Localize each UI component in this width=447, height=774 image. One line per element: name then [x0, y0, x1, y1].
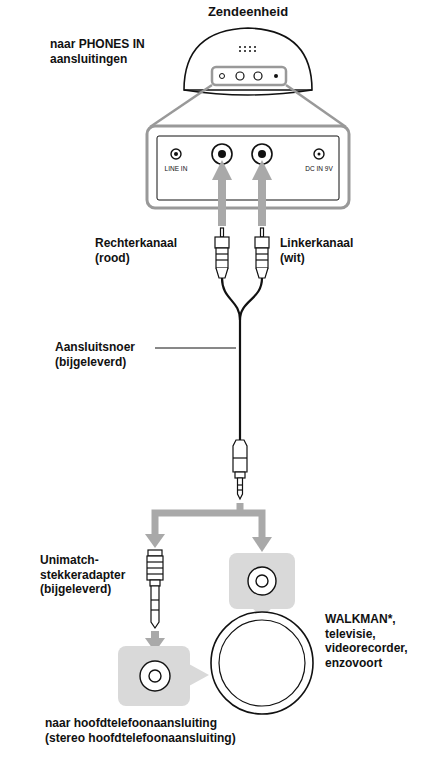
insert-arrows: [212, 160, 272, 226]
rca-ridge: [216, 253, 228, 254]
cable-wire: [240, 278, 262, 320]
headphone-jack: [140, 661, 170, 691]
rca-strain: [256, 268, 268, 278]
grille-dot: [239, 46, 241, 48]
line-in-jack: [174, 152, 178, 156]
headphone-jack: [256, 575, 268, 587]
mini-plug-body: [233, 440, 247, 472]
insert-arrow: [252, 160, 272, 180]
rca-sleeve: [215, 237, 229, 248]
zoom-line: [150, 85, 212, 127]
callout-pointer: [189, 664, 209, 686]
grille-dot: [239, 50, 241, 52]
leader-line: [155, 348, 236, 349]
mini-plug-pin: [238, 478, 243, 499]
split-arrows: [145, 503, 272, 552]
adapter-band: [151, 609, 159, 610]
callout-box: [229, 553, 295, 609]
callout-box: [118, 646, 190, 706]
zoomed-panel: [147, 126, 349, 208]
transmitter: [184, 28, 312, 95]
part-label: Linkerkanaal (wit): [280, 236, 380, 265]
jack-symbol: [274, 74, 278, 78]
panel-highlight: [212, 67, 286, 85]
rca-body: [256, 248, 268, 268]
adapter-knurl: [147, 567, 163, 568]
split-arrow-head: [252, 537, 272, 552]
adapter: [147, 550, 163, 628]
rca-plugs: [215, 228, 269, 278]
rca-sleeve: [255, 237, 269, 248]
adapter-body: [147, 556, 163, 580]
adapter-band: [151, 599, 159, 600]
part-label: naar hoofdtelefoonaansluiting (stereo ho…: [45, 716, 257, 745]
cable-wire: [239, 320, 241, 440]
rca-pin: [221, 228, 224, 237]
adapter-collar: [150, 580, 160, 586]
grille-dot: [244, 46, 246, 48]
jack-symbol: [236, 72, 244, 80]
jack-callout-right: [229, 553, 295, 617]
zoom-line: [286, 85, 346, 127]
insert-arrow: [218, 178, 226, 226]
part-label: WALKMAN*, televisie, videorecorder, enzo…: [325, 612, 437, 671]
adapter-socket: [148, 550, 162, 556]
transmitter-dome: [184, 28, 312, 90]
jack-symbol: [220, 74, 225, 79]
rca-pin: [261, 228, 264, 237]
grille-dot: [244, 50, 246, 52]
mini-plug-band: [238, 489, 243, 490]
jack-symbol: [254, 72, 262, 80]
grille-dot: [249, 50, 251, 52]
part-label: Aansluitsnoer (bijgeleverd): [55, 340, 151, 369]
grille-dot: [254, 46, 256, 48]
insert-arrow: [212, 160, 232, 180]
rca-ridge: [256, 253, 268, 254]
headphone-jack: [248, 567, 276, 595]
rca-strain: [216, 268, 228, 278]
adapter-knurl: [147, 561, 163, 562]
part-label: naar PHONES IN aansluitingen: [50, 37, 175, 66]
panel-label: LINE IN: [154, 165, 198, 172]
part-label: Zendeenheid: [173, 4, 323, 20]
line-in-jack: [171, 149, 181, 159]
cable: [222, 278, 262, 440]
split-arrow-head: [145, 534, 165, 548]
player-device: [211, 612, 313, 714]
speaker-grille: [239, 46, 256, 52]
dc-jack: [318, 153, 321, 156]
grille-dot: [254, 50, 256, 52]
adapter-arrow-line: [151, 631, 159, 639]
dc-jack: [314, 149, 324, 159]
mini-plug-ridge: [233, 457, 247, 458]
mini-plug-collar: [235, 472, 245, 478]
rca-ridge: [216, 259, 228, 260]
player-lid: [219, 620, 305, 706]
adapter-knurl: [147, 573, 163, 574]
insert-arrow: [258, 178, 266, 226]
mini-plug-band: [238, 484, 243, 485]
adapter-pin: [151, 586, 159, 628]
panel-label: DC IN 9V: [299, 165, 339, 172]
grille-dot: [249, 46, 251, 48]
rca-jack-right: [218, 150, 226, 158]
player-outline: [211, 612, 313, 714]
cable-wire: [222, 278, 240, 320]
rca-ridge: [256, 259, 268, 260]
split-arrow-line: [155, 503, 262, 538]
jack-callout-left: [118, 646, 209, 706]
headphone-jack: [149, 670, 161, 682]
rca-body: [216, 248, 228, 268]
rca-jack-left: [258, 150, 266, 158]
panel-frame: [147, 126, 349, 208]
part-label: Rechterkanaal (rood): [95, 236, 200, 265]
mini-plug: [233, 440, 247, 499]
part-label: Unimatch- stekkeradapter (bijgeleverd): [40, 553, 142, 597]
